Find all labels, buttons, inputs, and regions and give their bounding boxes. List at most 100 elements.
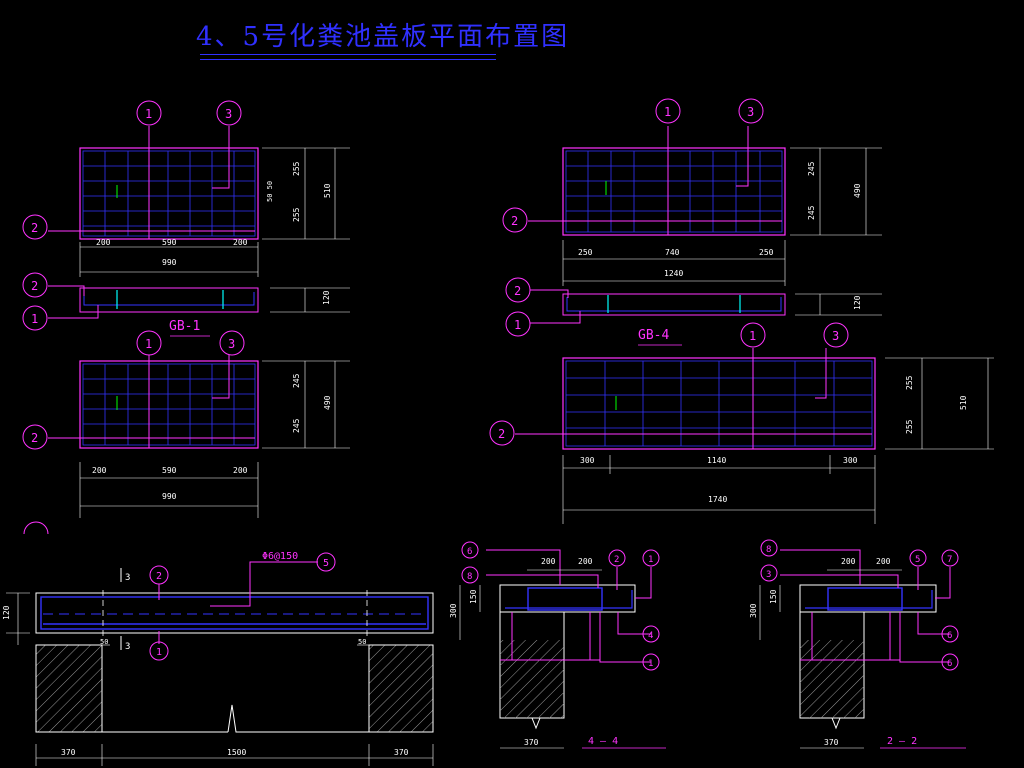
detail-2-2: 200 200 300 150 370 2 — 2: [749, 549, 966, 749]
wall-hatch: [35, 644, 103, 733]
rebar-grid: [83, 364, 255, 445]
svg-text:1: 1: [648, 555, 653, 565]
callout-circle: 3: [219, 330, 245, 356]
wall-hatch: [368, 644, 434, 733]
drawing-title: 4、5号化粪池盖板平面布置图: [196, 22, 570, 52]
svg-text:1: 1: [145, 337, 152, 351]
detail-beam: [827, 587, 903, 611]
leader-3: [736, 126, 749, 187]
section-gb1: 120 GB-1: [48, 285, 350, 337]
callout-circle: 2: [505, 277, 531, 303]
dim-label: 150: [769, 589, 778, 604]
dim-label: 250: [578, 248, 593, 257]
svg-text:2: 2: [156, 571, 162, 582]
callout-circle: 1: [642, 549, 660, 567]
svg-text:1: 1: [156, 647, 162, 658]
callout-circle: 1: [642, 653, 660, 671]
detail-rebar: [505, 590, 633, 609]
dim-label: 1140: [707, 456, 726, 465]
rebar-grid: [566, 361, 872, 446]
rebar-grid: [566, 151, 782, 232]
section-inner: [83, 292, 255, 306]
leader-1: [48, 305, 99, 319]
dim-label: 1240: [664, 269, 683, 278]
callout-circle: 5: [909, 549, 927, 567]
slab-inner-line: [82, 363, 256, 446]
section-gb4: 120 GB-4: [530, 289, 882, 346]
callout-circle: 3: [738, 98, 764, 124]
svg-text:1: 1: [664, 105, 671, 119]
callout-circle: 4: [642, 625, 660, 643]
dim-label: 300: [580, 456, 595, 465]
label-gb4: GB-4: [638, 328, 669, 343]
callout-circle: 1: [149, 641, 169, 661]
plan-gb1-upper: 200 590 200 990 255 255 50 50 510: [48, 126, 350, 277]
leader-2: [48, 285, 85, 296]
leader-2: [530, 289, 569, 298]
detail-beam: [527, 587, 603, 611]
callout-circle: 8: [760, 539, 778, 557]
dim-label: 120: [2, 605, 11, 620]
dim-label: 370: [824, 738, 839, 747]
dim-label: 740: [665, 248, 680, 257]
dim-label: 300: [749, 603, 758, 618]
svg-text:6: 6: [467, 547, 472, 557]
slab-outline: [79, 147, 259, 240]
dim-label: 490: [853, 183, 862, 198]
break-symbol: [227, 704, 240, 733]
detail-wall-hatch: [500, 640, 564, 718]
break-symbol: [831, 717, 841, 730]
leader-1: [530, 311, 581, 324]
dim-label: 245: [292, 373, 301, 388]
svg-text:2: 2: [511, 214, 518, 228]
plan-gb1-lower: 200 590 200 990 245 245 490: [48, 355, 350, 518]
dim-label: 300: [449, 603, 458, 618]
long-section: 3 3 Φ6@150 50 50 370 1500 370 120: [2, 551, 434, 766]
svg-text:6: 6: [947, 659, 952, 669]
leader-6: [486, 549, 561, 585]
svg-text:5: 5: [915, 555, 920, 565]
plan-gb4-lower: 300 1140 300 1740 255 255 510: [515, 348, 994, 524]
dim-label: 200: [96, 238, 111, 247]
svg-text:8: 8: [766, 545, 771, 555]
svg-text:3: 3: [832, 329, 839, 343]
leader-7: [935, 567, 951, 599]
leader-6: [917, 612, 950, 635]
section-outline: [562, 293, 786, 316]
dim-label: 490: [323, 395, 332, 410]
callout-circle: 3: [823, 322, 849, 348]
dim-label: 200: [541, 557, 556, 566]
svg-text:3: 3: [225, 107, 232, 121]
dim-label: 50 50: [266, 181, 274, 202]
dim-label: 50: [100, 638, 108, 646]
slab-inner-line: [82, 150, 256, 237]
callout-circle: 1: [136, 330, 162, 356]
callout-circle: 1: [22, 305, 48, 331]
slab-outline: [562, 147, 786, 236]
svg-text:4: 4: [648, 631, 653, 641]
dim-label: 370: [394, 748, 409, 757]
slab-outline: [79, 360, 259, 449]
callout-circle: 6: [941, 653, 959, 671]
dim-label: 200: [92, 466, 107, 475]
svg-text:3: 3: [766, 570, 771, 580]
callout-circle: 2: [608, 549, 626, 567]
callout-circle: 3: [216, 100, 242, 126]
svg-text:8: 8: [467, 572, 472, 582]
title-underline: [200, 54, 496, 55]
detail-wall-hatch: [800, 640, 864, 718]
dim-label: 245: [807, 205, 816, 220]
detail-4-4: 200 200 300 150 370 4 — 4: [449, 549, 666, 749]
mark-3-label: 3: [125, 642, 130, 652]
rebar-spec: Φ6@150: [262, 551, 298, 562]
svg-text:1: 1: [514, 318, 521, 332]
dim-label: 200: [876, 557, 891, 566]
dim-label: 590: [162, 238, 177, 247]
dim-label: 255: [905, 419, 914, 434]
dim-label: 990: [162, 492, 177, 501]
svg-text:6: 6: [947, 631, 952, 641]
dim-label: 245: [807, 161, 816, 176]
rebar-grid: [83, 151, 255, 236]
leader-3: [815, 348, 827, 399]
dim-label: 200: [233, 466, 248, 475]
